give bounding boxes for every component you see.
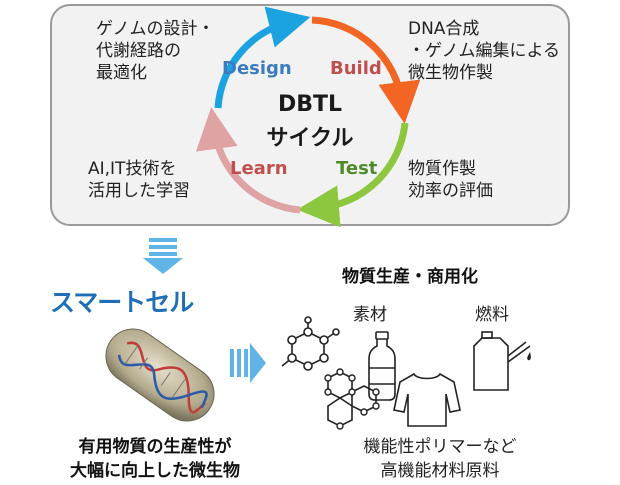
down-arrow-icon [143, 238, 183, 274]
build-arrow [311, 16, 421, 124]
dbtl-subtitle: サイクル [266, 126, 354, 151]
learn-label: Learn [230, 158, 288, 179]
smart-cell-caption-line2: 大幅に向上した微生物 [70, 461, 240, 481]
plastic-bottle-icon [368, 331, 396, 401]
dbtl-title: DBTL [277, 92, 343, 117]
smart-cell-title: スマートセル [50, 288, 194, 317]
build-label: Build [330, 58, 382, 79]
build-description: DNA合成 ・ゲノム編集による 微生物作製 [408, 19, 560, 83]
production-caption-line1: 機能性ポリマーなど [363, 437, 517, 457]
fuel-label: 燃料 [475, 305, 509, 325]
test-description: 物質作製 効率の評価 [408, 159, 493, 201]
production-title: 物質生産・商用化 [342, 267, 478, 287]
molecule-icon [281, 316, 340, 371]
production-caption-line2: 高機能材料原料 [380, 461, 500, 481]
test-label: Test [336, 158, 378, 179]
design-label: Design [222, 58, 292, 79]
learn-description: AI,IT技術を 活用した学習 [88, 159, 190, 201]
right-arrow-icon [230, 343, 266, 383]
microbe-dna-icon [105, 328, 215, 422]
shirt-icon [393, 372, 461, 427]
test-arrow [297, 122, 409, 228]
material-label: 素材 [353, 305, 387, 325]
learn-arrow [195, 107, 301, 214]
design-arrow [214, 6, 311, 109]
fused-ring-molecule-icon [324, 368, 380, 430]
design-description: ゲノムの設計・ 代謝経路の 最適化 [96, 19, 215, 83]
fuel-can-icon [473, 331, 531, 391]
smart-cell-caption-line1: 有用物質の生産性が [78, 437, 232, 457]
